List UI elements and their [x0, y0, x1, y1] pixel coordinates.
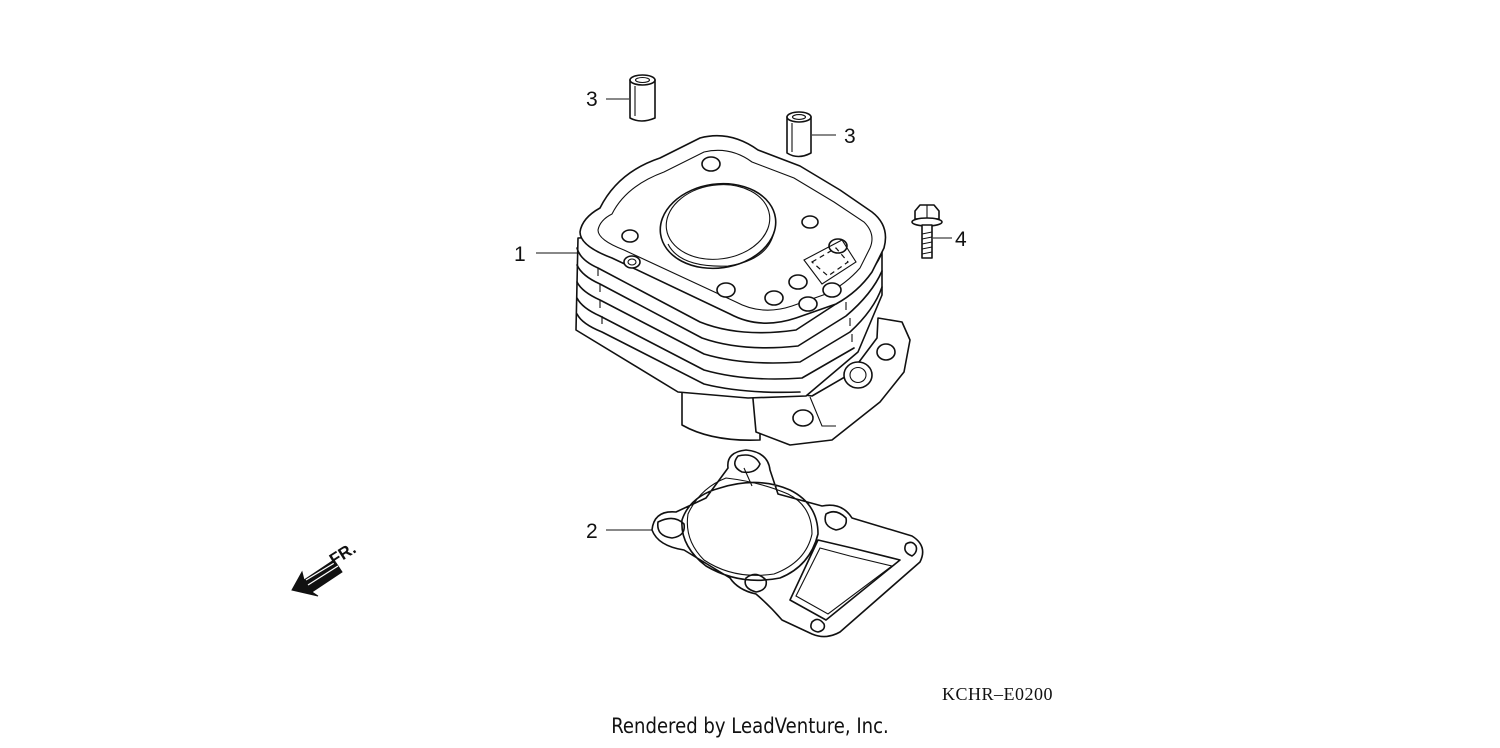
cylinder-base-gasket[interactable]	[651, 449, 924, 638]
front-direction-arrow-icon	[291, 559, 343, 597]
callout-bolt: 4	[955, 228, 967, 251]
dowel-pin-left[interactable]	[629, 74, 656, 122]
cylinder-block[interactable]	[575, 134, 911, 446]
callout-dowel-right: 3	[844, 125, 856, 148]
flange-bolt[interactable]	[911, 204, 943, 259]
diagram-code: KCHR–E0200	[942, 684, 1054, 704]
callout-gasket: 2	[586, 520, 598, 543]
dowel-pin-right[interactable]	[786, 111, 812, 158]
callout-dowel-left: 3	[586, 88, 598, 111]
render-credit: Rendered by LeadVenture, Inc.	[611, 714, 889, 738]
callout-cylinder: 1	[514, 243, 526, 266]
